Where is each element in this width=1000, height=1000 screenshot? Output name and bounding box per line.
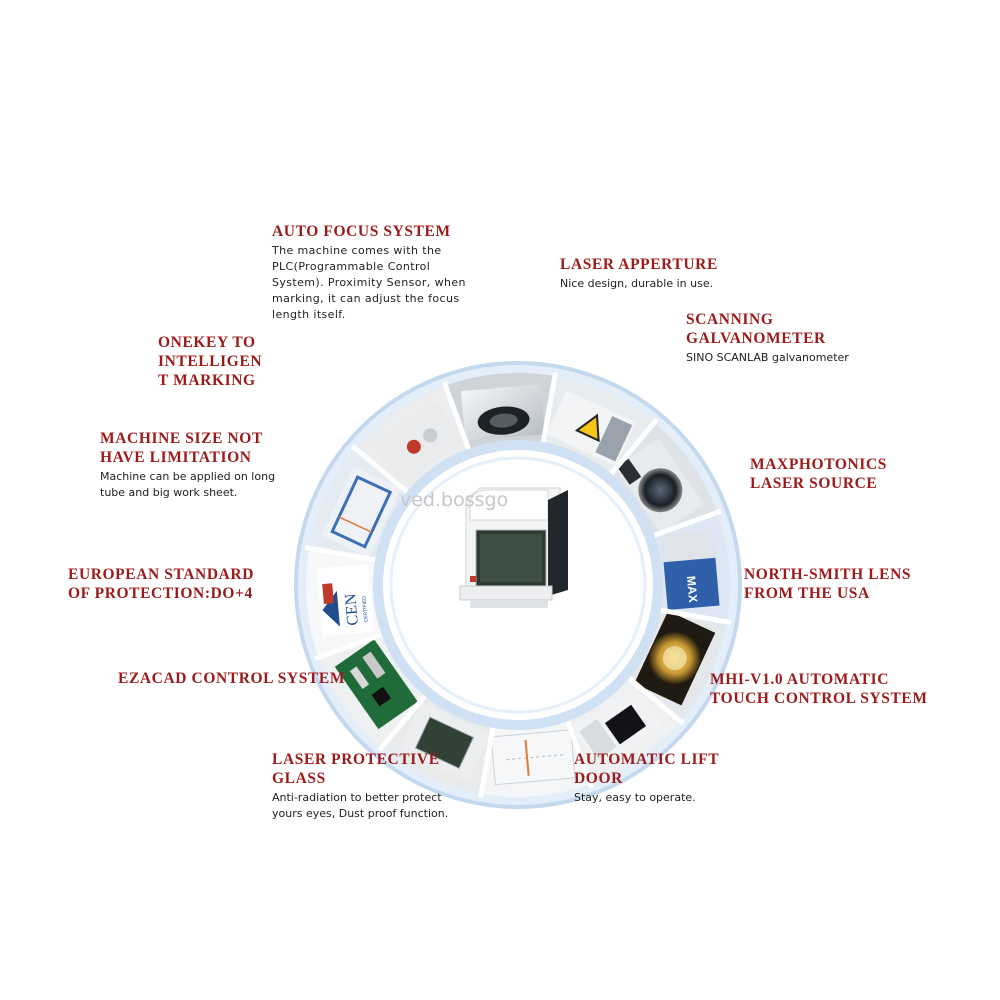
feature-title: NORTH-SMITH LENS FROM THE USA	[744, 566, 912, 602]
feature-machine-size: MACHINE SIZE NOT HAVE LIMITATION Machine…	[100, 429, 275, 501]
feature-title: EZACAD CONTROL SYSTEM	[118, 670, 346, 687]
cen-logo-subtitle: CERTIFIED	[361, 595, 369, 622]
feature-description: The machine comes with the PLC(Programma…	[272, 244, 466, 321]
feature-description: Machine can be applied on long tube and …	[100, 470, 276, 499]
feature-laser-protective-glass: LASER PROTECTIVE GLASS Anti-radiation to…	[272, 750, 448, 822]
feature-title: EUROPEAN STANDARD OF PROTECTION:DO+4	[68, 566, 255, 602]
feature-description: Anti-radiation to better protect yours e…	[272, 791, 449, 820]
feature-onekey-marking: ONEKEY TO INTELLIGEN T MARKING	[158, 333, 262, 390]
feature-title: LASER PROTECTIVE GLASS	[272, 751, 440, 787]
feature-description: Stay, easy to operate.	[574, 791, 696, 804]
feature-north-smith-lens: NORTH-SMITH LENS FROM THE USA	[744, 565, 911, 603]
laser-source-badge: MAX	[684, 575, 700, 603]
feature-description: Nice design, durable in use.	[560, 277, 714, 290]
feature-automatic-lift-door: AUTOMATIC LIFT DOOR Stay, easy to operat…	[574, 750, 719, 806]
feature-title: MACHINE SIZE NOT HAVE LIMITATION	[100, 430, 263, 466]
feature-title: AUTOMATIC LIFT DOOR	[574, 751, 720, 787]
segment-lift-door	[480, 705, 593, 797]
cen-logo-text: CEN	[342, 592, 362, 626]
segment-laser-source: MAX	[638, 510, 730, 623]
feature-ezacad-control-system: EZACAD CONTROL SYSTEM	[118, 669, 345, 688]
feature-title: MAXPHOTONICS LASER SOURCE	[750, 456, 887, 492]
watermark-text: ved.bossgo	[400, 489, 508, 511]
feature-scanning-galvanometer: SCANNING GALVANOMETER SINO SCANLAB galva…	[686, 310, 849, 366]
feature-title: SCANNING GALVANOMETER	[686, 311, 826, 347]
feature-laser-apperture: LASER APPERTURE Nice design, durable in …	[560, 255, 718, 292]
feature-mhi-touch-control: MHI-V1.0 AUTOMATIC TOUCH CONTROL SYSTEM	[710, 670, 928, 708]
feature-auto-focus-system: AUTO FOCUS SYSTEM The machine comes with…	[272, 222, 466, 323]
feature-title: ONEKEY TO INTELLIGEN T MARKING	[158, 334, 263, 389]
feature-description: SINO SCANLAB galvanometer	[686, 351, 849, 364]
marking-machine-image: ved.bossgo	[400, 487, 568, 608]
feature-european-standard: EUROPEAN STANDARD OF PROTECTION:DO+4	[68, 565, 254, 603]
feature-maxphotonics-laser-source: MAXPHOTONICS LASER SOURCE	[750, 455, 887, 493]
feature-title: MHI-V1.0 AUTOMATIC TOUCH CONTROL SYSTEM	[710, 671, 928, 707]
feature-title: AUTO FOCUS SYSTEM	[272, 223, 451, 240]
segment-auto-focus	[443, 372, 556, 465]
feature-title: LASER APPERTURE	[560, 256, 718, 273]
